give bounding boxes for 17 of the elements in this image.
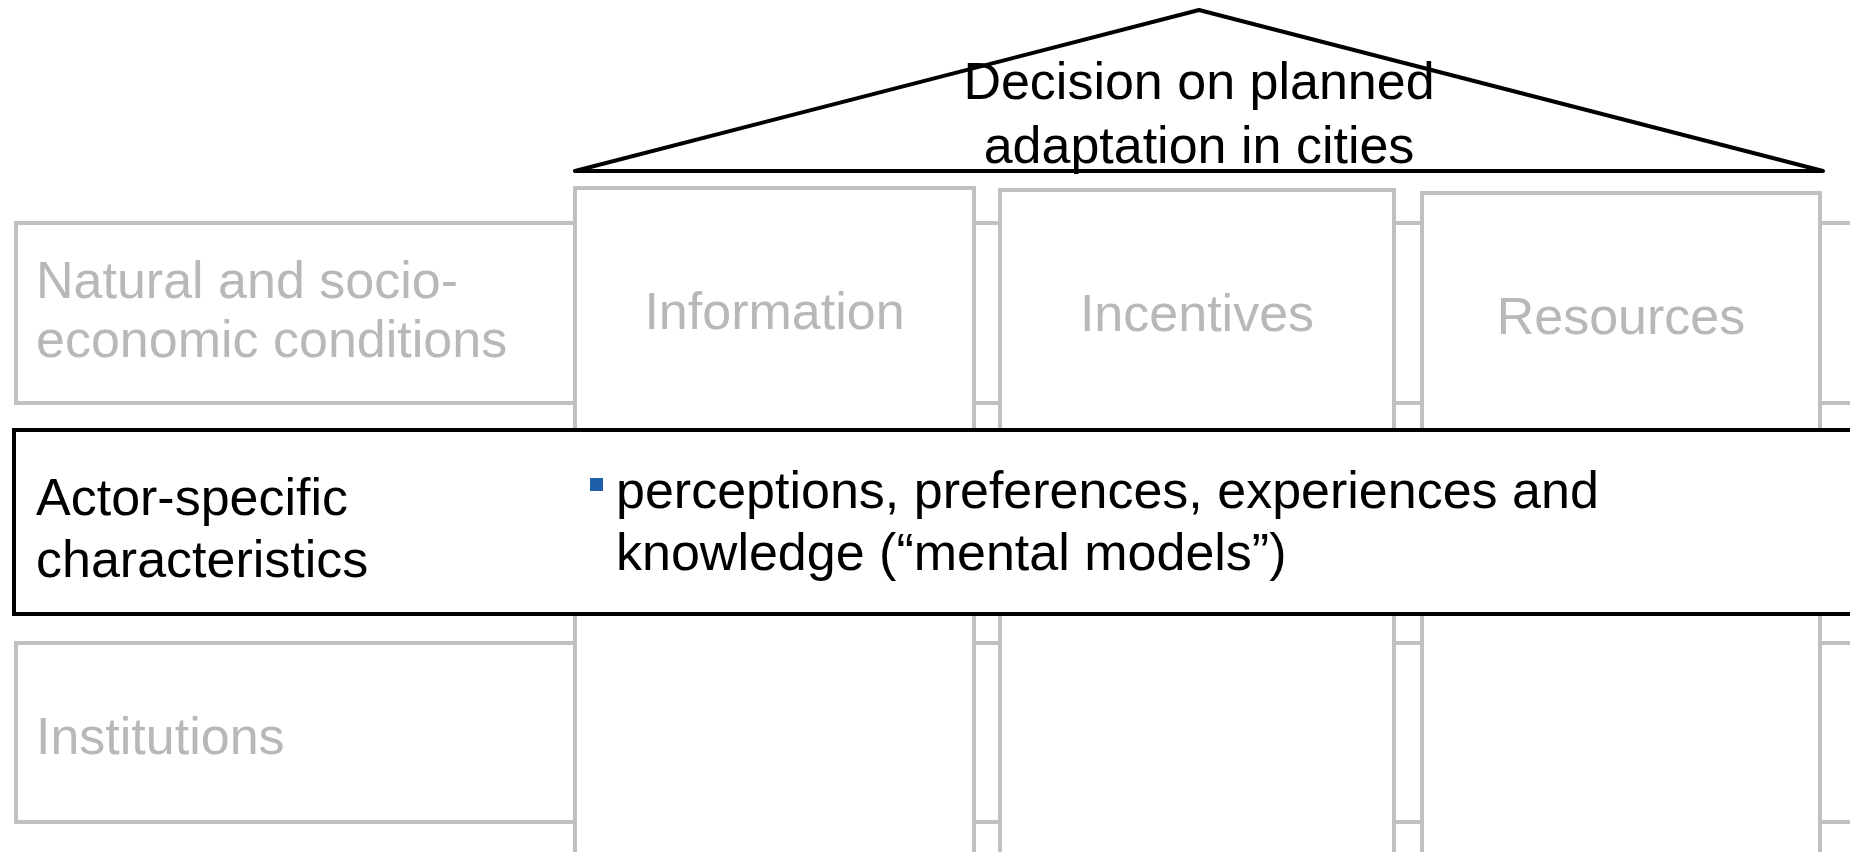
pillar-label: Incentives [1079,284,1315,343]
row-label: Institutions [36,707,286,766]
row-bar [14,641,573,824]
pillar-base [998,614,1396,852]
pillar-label: Information [644,282,905,341]
pillar-base [1420,614,1822,852]
pillar-base [573,614,976,852]
pillar-box [1420,191,1822,430]
row-label: Natural and socio-economic conditions [36,251,509,369]
band-heading: Actor-specific characteristics [36,467,370,590]
pillar-label: Resources [1496,287,1746,346]
pillar-box [998,188,1396,430]
bullet-text: perceptions, preferences, experiences and knowledge (“mental models”) [616,460,1600,583]
row-bar [14,221,573,405]
pillar-box [573,186,976,430]
band-bar [12,428,1850,616]
roof-title: Decision on planned adaptation in cities [962,51,1436,176]
